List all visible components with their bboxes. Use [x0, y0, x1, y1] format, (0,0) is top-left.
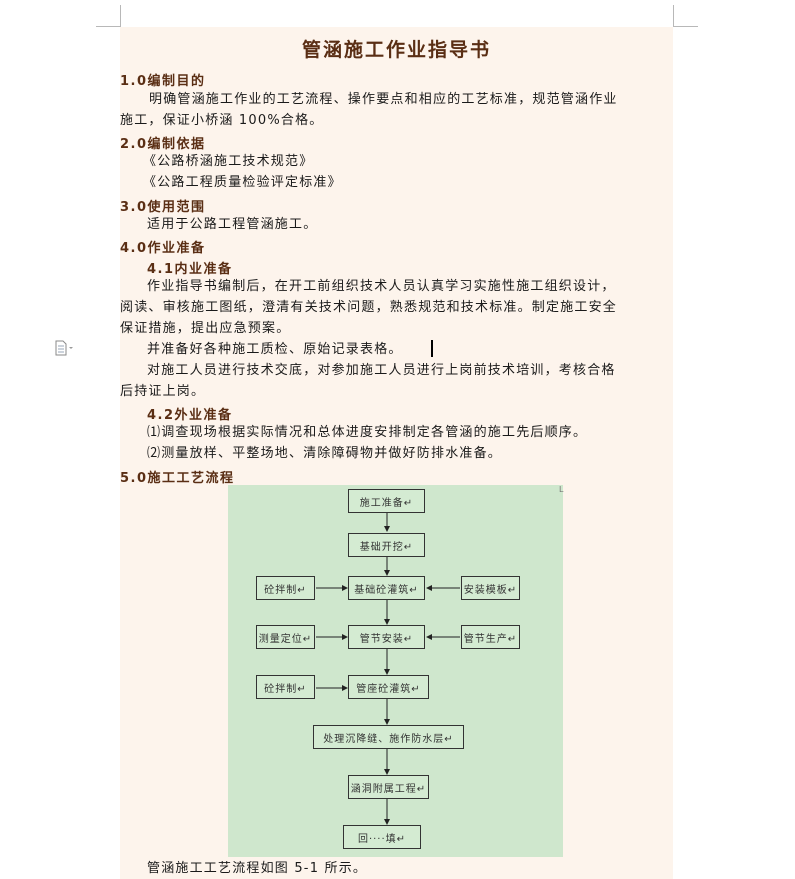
text-cursor [431, 340, 433, 357]
section-2-heading: 2.0编制依据 [120, 137, 206, 152]
section-4-1-para-1-line-1: 作业指导书编制后，在开工前组织技术人员认真学习实施性施工组织设计， [147, 279, 616, 294]
flow-step-backfill: 回····填↵ [343, 825, 421, 849]
figure-caption: 管涵施工工艺流程如图 5-1 所示。 [147, 861, 368, 876]
section-3-para: 适用于公路工程管涵施工。 [147, 217, 318, 232]
flowchart-connectors [316, 513, 460, 825]
flow-step-pipe-produce: 管节生产↵ [461, 625, 520, 649]
section-4-1-para-1-line-3: 保证措施，提出应急预案。 [120, 321, 291, 336]
section-4-2-item-2: ⑵测量放样、平整场地、清除障碍物并做好防排水准备。 [147, 446, 503, 461]
page-corner-top-right [673, 5, 698, 27]
section-4-1-para-3-line-2: 后持证上岗。 [120, 384, 206, 399]
document-icon[interactable] [54, 340, 74, 356]
section-1-para-line-2: 施工，保证小桥涵 100%合格。 [120, 113, 324, 128]
section-1-heading: 1.0编制目的 [120, 74, 206, 89]
flow-step-pipe-install: 管节安装↵ [348, 625, 425, 649]
flow-step-survey: 测量定位↵ [256, 625, 315, 649]
section-4-2-heading: 4.2外业准备 [147, 408, 233, 423]
section-4-1-heading: 4.1内业准备 [147, 262, 233, 277]
flow-step-concrete-mix-1: 砼拌制↵ [256, 576, 315, 600]
section-4-heading: 4.0作业准备 [120, 241, 206, 256]
section-4-1-para-1-line-2: 阅读、审核施工图纸，澄清有关技术问题，熟悉规范和技术标准。制定施工安全 [120, 300, 618, 315]
reference-1: 《公路桥涵施工技术规范》 [143, 154, 314, 169]
page-corner-top-left [96, 5, 121, 27]
flow-step-excavate: 基础开挖↵ [348, 533, 425, 557]
process-flowchart[interactable]: L 施工准备↵ 基础开挖↵ 基础砼灌筑↵ 砼拌制↵ 安装模板↵ 管节安装↵ 测量… [228, 485, 563, 857]
flow-step-ancillary: 涵洞附属工程↵ [348, 775, 429, 799]
flow-step-prep: 施工准备↵ [348, 489, 425, 513]
flow-step-base-pour: 管座砼灌筑↵ [348, 675, 429, 699]
section-4-2-item-1: ⑴调查现场根据实际情况和总体进度安排制定各管涵的施工先后顺序。 [147, 425, 588, 440]
flow-step-formwork: 安装模板↵ [461, 576, 520, 600]
section-3-heading: 3.0使用范围 [120, 200, 206, 215]
flow-step-concrete-mix-2: 砼拌制↵ [256, 675, 315, 699]
document-title: 管涵施工作业指导书 [301, 39, 491, 61]
reference-2: 《公路工程质量检验评定标准》 [143, 175, 342, 190]
section-4-1-para-2[interactable]: 并准备好各种施工质检、原始记录表格。 [147, 342, 403, 357]
section-1-para-line-1: 明确管涵施工作业的工艺流程、操作要点和相应的工艺标准，规范管涵作业 [149, 92, 618, 107]
section-4-1-para-3-line-1: 对施工人员进行技术交底，对参加施工人员进行上岗前技术培训，考核合格 [147, 363, 616, 378]
corner-mark: L [559, 485, 564, 494]
flow-step-joints-waterproof: 处理沉降缝、施作防水层↵ [313, 725, 464, 749]
section-5-heading: 5.0施工工艺流程 [120, 471, 235, 486]
flow-step-foundation-pour: 基础砼灌筑↵ [348, 576, 425, 600]
